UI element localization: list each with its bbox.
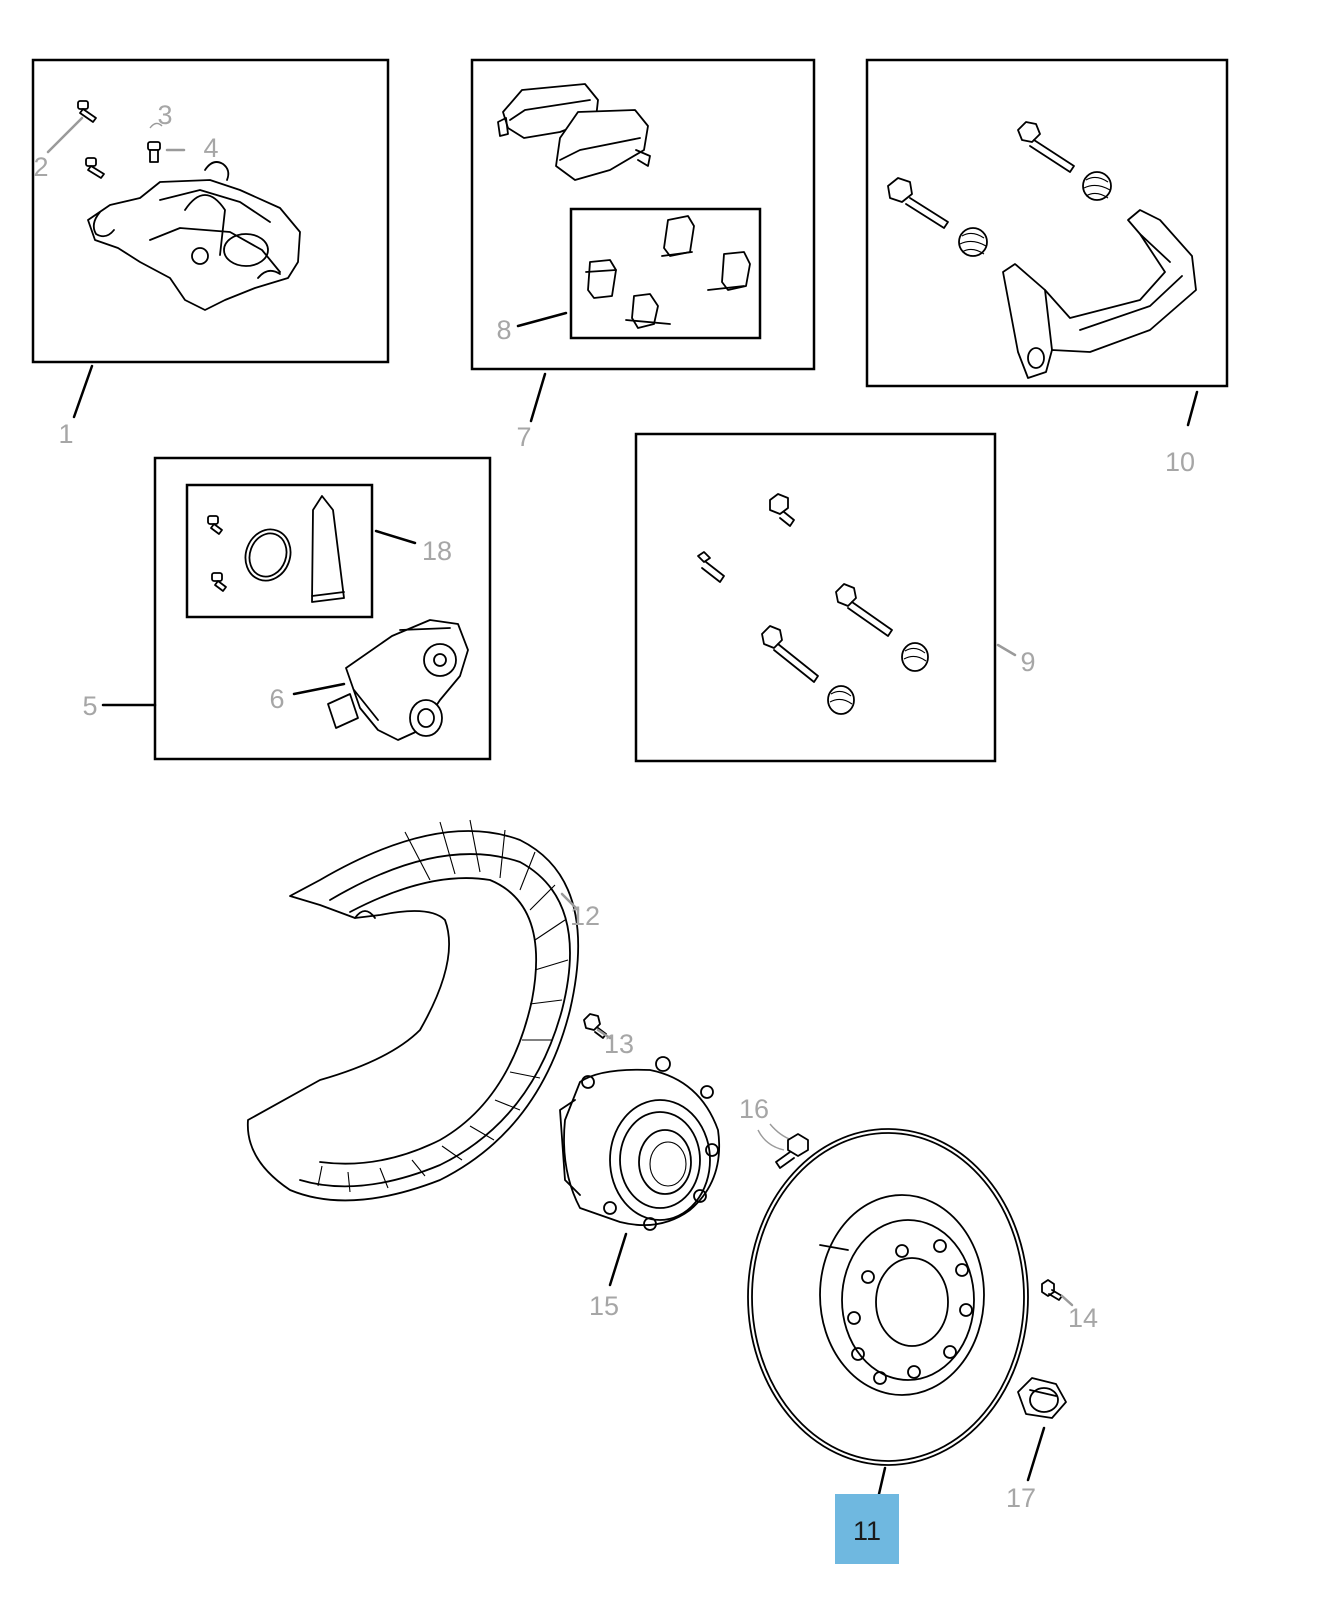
bolt-14-drawing[interactable] (1041, 1279, 1063, 1301)
bleeder-4-drawing (147, 141, 161, 163)
callout-13[interactable]: 13 (604, 1029, 634, 1059)
callout-17[interactable]: 17 (1006, 1483, 1036, 1513)
wheel-hub-drawing[interactable] (559, 1056, 721, 1231)
callout-2[interactable]: 2 (33, 152, 48, 182)
callout-5[interactable]: 5 (82, 691, 97, 721)
pad-clip-drawings (585, 215, 751, 329)
kit-box-actuator-motor[interactable] (153, 456, 492, 761)
callout-11[interactable]: 11 (853, 1516, 881, 1546)
kit-box-seal-kit[interactable] (185, 483, 374, 619)
kit-box-caliper[interactable] (31, 58, 390, 364)
callout-7[interactable]: 7 (516, 422, 531, 452)
callout-11-highlight[interactable] (835, 1494, 899, 1564)
callout-3[interactable]: 3 (157, 100, 172, 130)
guide-pin-a-drawing (835, 583, 929, 672)
leader-7 (529, 372, 547, 423)
leader-17 (1026, 1426, 1046, 1482)
callout-4[interactable]: 4 (203, 133, 218, 163)
brake-pad-rear-drawing (555, 109, 651, 181)
cap-3-drawing (149, 122, 163, 129)
leader-12 (560, 892, 580, 912)
actuator-motor-drawing (327, 619, 469, 741)
callout-18[interactable]: 18 (422, 536, 452, 566)
leader-13 (596, 1028, 612, 1040)
leader-15 (608, 1232, 628, 1287)
callout-9[interactable]: 9 (1020, 647, 1035, 677)
leader-9 (996, 643, 1017, 657)
kit-box-caliper-bracket[interactable] (865, 58, 1229, 427)
guide-pin-upper-drawing (1017, 121, 1075, 173)
kit-box-brake-pads[interactable] (470, 58, 816, 371)
callout-10[interactable]: 10 (1165, 447, 1195, 477)
guide-pin-b-drawing (761, 625, 855, 715)
callout-14[interactable]: 14 (1068, 1303, 1098, 1333)
kit-box-pad-clips[interactable] (569, 207, 762, 340)
seal-kit-drawing (207, 495, 345, 603)
caliper-drawing (87, 161, 301, 311)
leader-14 (1060, 1294, 1074, 1307)
callout-15[interactable]: 15 (589, 1291, 619, 1321)
callout-1[interactable]: 1 (58, 419, 73, 449)
dust-shield-drawing[interactable] (246, 819, 580, 1202)
bolt-lower-drawing (85, 157, 105, 179)
hub-nut-drawing[interactable] (1017, 1377, 1067, 1419)
bolt-2-drawing (77, 100, 97, 123)
bolt-13-drawing[interactable] (583, 1013, 607, 1039)
kit-box-hardware[interactable] (634, 432, 997, 763)
caliper-bracket-drawing (1002, 209, 1197, 379)
bolt-16-drawing[interactable] (757, 1123, 809, 1169)
callout-8[interactable]: 8 (496, 315, 511, 345)
boot-lower-drawing (958, 227, 988, 257)
guide-pin-lower-drawing (887, 177, 949, 229)
callout-16[interactable]: 16 (739, 1094, 769, 1124)
brake-rotor-drawing[interactable] (747, 1128, 1029, 1466)
bolt-upper-drawing (769, 493, 795, 527)
leader-1 (72, 364, 94, 419)
callout-6[interactable]: 6 (269, 684, 284, 714)
callout-12[interactable]: 12 (570, 901, 600, 931)
boot-upper-drawing (1082, 171, 1112, 201)
bleeder-drawing (697, 551, 725, 583)
